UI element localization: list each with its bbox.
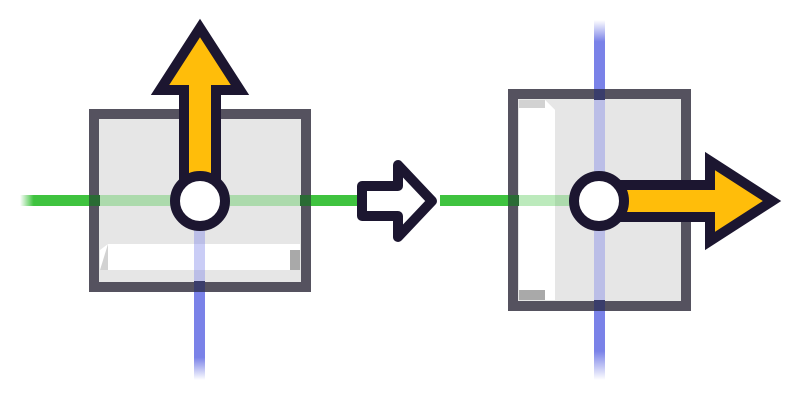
hollow-arrow-right-icon — [357, 160, 437, 242]
y-axis-left — [194, 230, 205, 380]
pivot-right-icon — [569, 171, 629, 231]
pivot-left-icon — [170, 171, 230, 231]
